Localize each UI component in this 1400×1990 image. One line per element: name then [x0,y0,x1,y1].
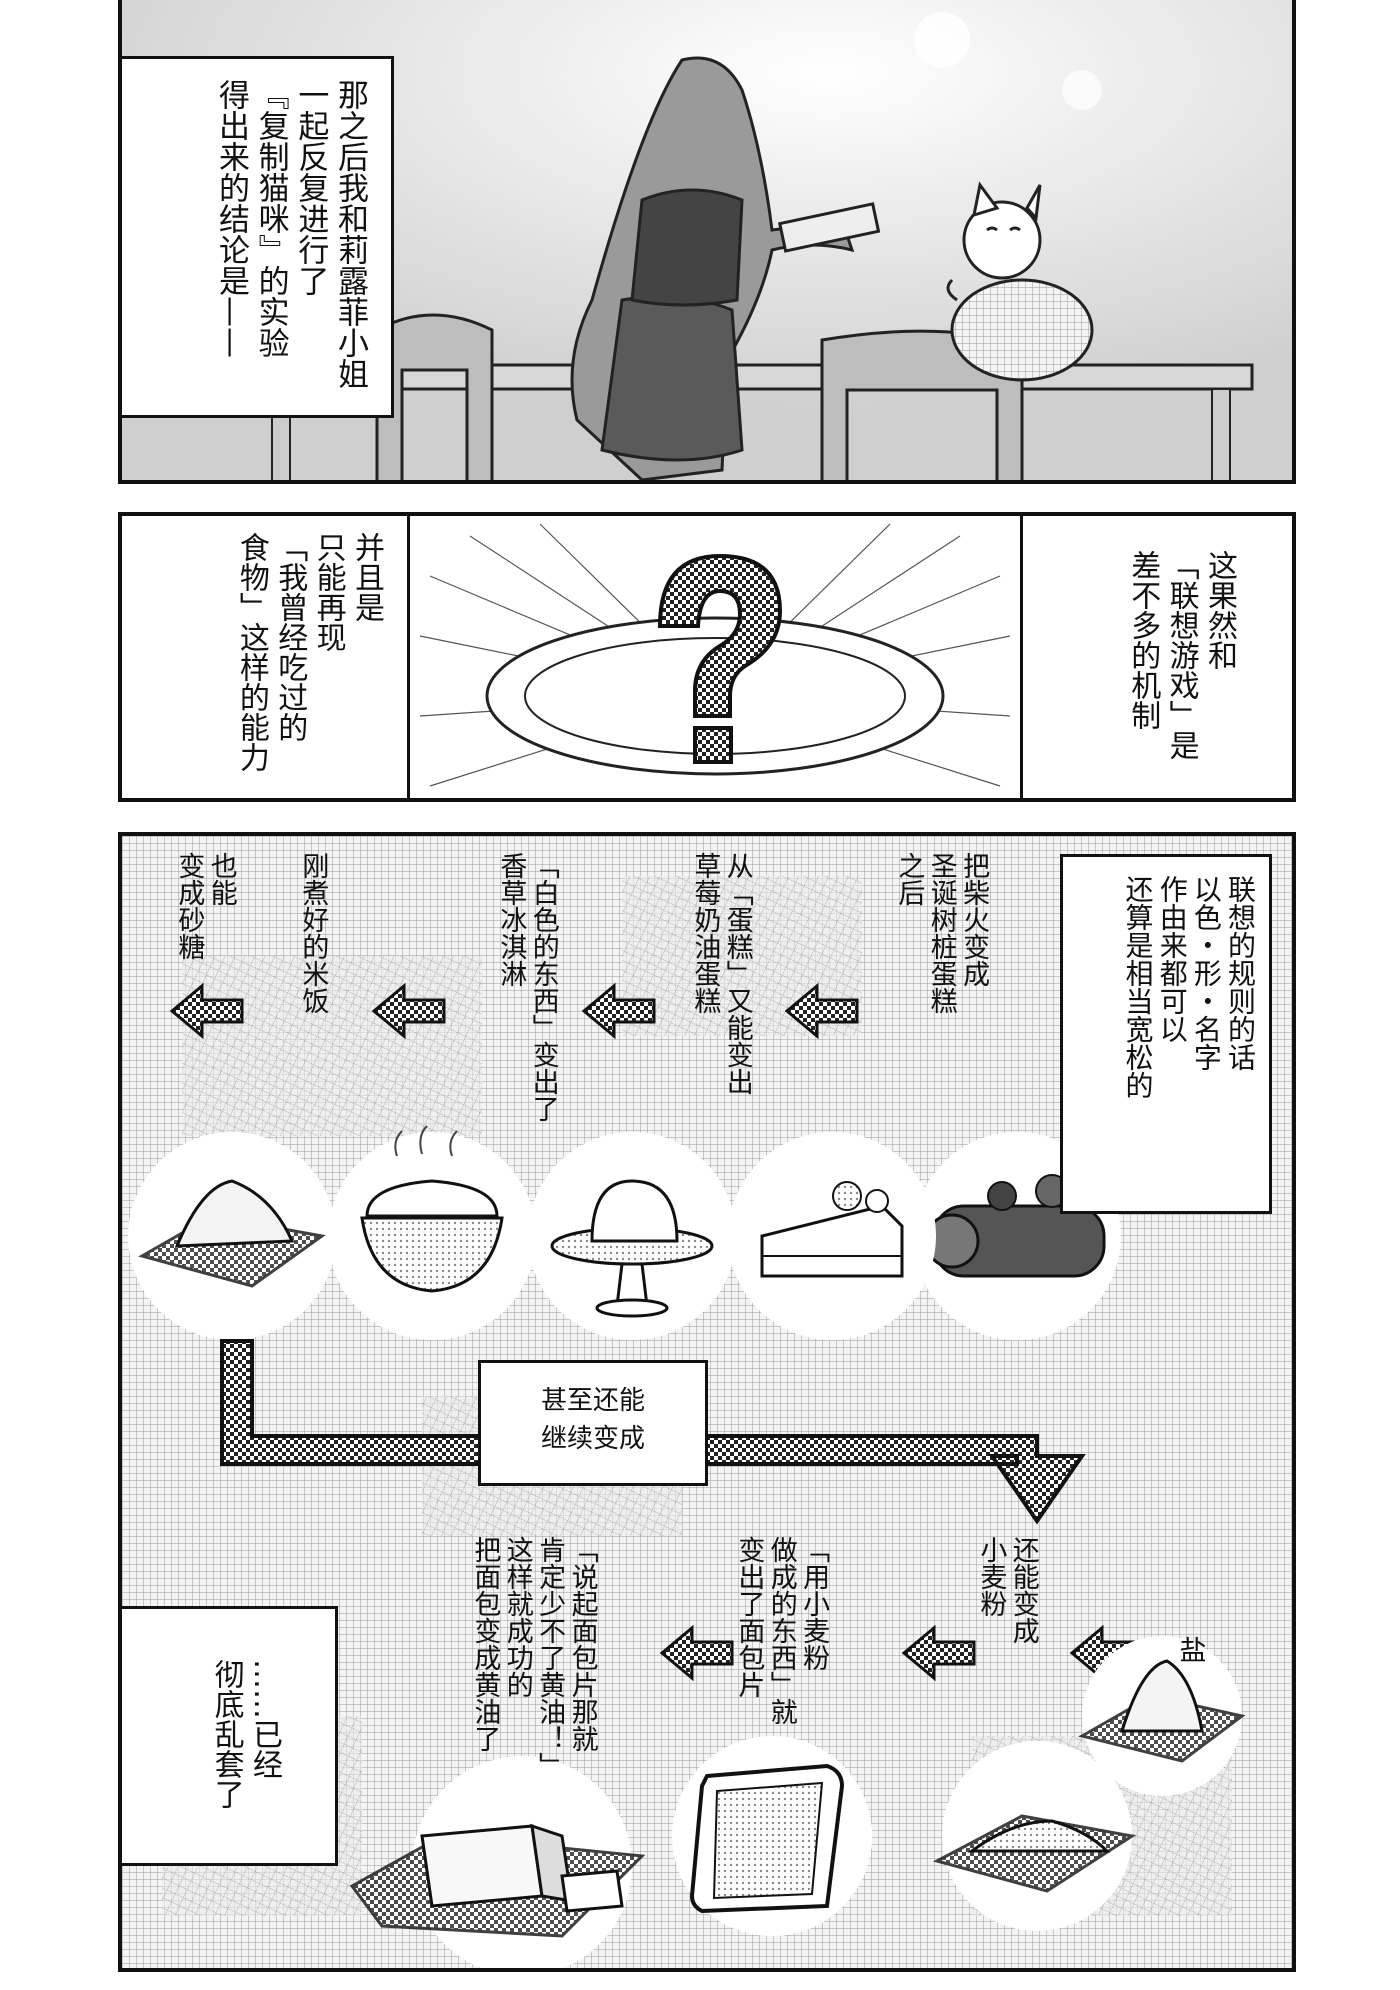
strawberry-cake-illustration [728,1132,936,1340]
chair-left [375,313,494,480]
chaos-text: ……已经 彻底乱套了 [208,1659,282,1809]
cat-figure [946,181,1094,382]
girl-figure [570,56,881,480]
continue-box: 甚至还能 继续变成 [478,1360,708,1486]
connector-arrow [220,1339,1086,1525]
chain-text-flour: 还能变成 小麦粉 [975,1536,1039,1644]
salt-pile-illustration [1078,1636,1246,1796]
flour-pile-illustration [932,1741,1136,1931]
rule-explanation-text: 联想的规则的话 以色・形・名字 作由来都可以 还算是相当宽松的 [1121,875,1257,1099]
chain-text-butter: 「说起面包片那就 肯定少不了黄油！」 这样就成功的 把面包变成黄油了 [469,1536,598,1779]
middle-left-text: 并且是 只能再现 「我曾经吃过的 食物」这样的能力 [233,532,384,772]
butter-illustration [349,1756,646,1968]
chain-text-bread: 「用小麦粉 做成的东西」就 变出了面包片 [733,1536,830,1725]
question-mark-icon [657,553,783,764]
bread-slice-illustration [672,1736,872,1936]
chain-text-sugar: 也能 变成砂糖 [173,852,237,960]
continue-text: 甚至还能 继续变成 [540,1386,645,1454]
ice-cream-illustration [528,1132,736,1340]
middle-right-section: 这果然和 「联想游戏」是 差不多的机制 [1020,516,1292,798]
narration-text: 那之后我和莉露菲小姐 一起反复进行了 『复制猫咪』的实验 得出来的结论是—— [212,79,368,389]
chain-text-salt: 盐 [1174,1636,1206,1663]
plate-question-illustration [419,523,1011,787]
arrow-left-icon [169,982,244,1040]
sugar-pile-illustration [128,1132,336,1340]
middle-right-text: 这果然和 「联想游戏」是 差不多的机制 [1125,550,1237,760]
arrow-left-icon [371,982,446,1040]
chain-text-strawberry-cake: 从「蛋糕」又能变出 草莓奶油蛋糕 [689,852,753,1095]
chain-text-log-cake: 把柴火变成 圣诞树桩蛋糕 之后 [893,852,990,1014]
arrow-left-icon [659,1624,734,1682]
arrow-left-icon [901,1624,976,1682]
arrow-left-icon [581,982,656,1040]
chain-text-ice-cream: 「白色的东西」变出了 香草冰淇淋 [495,852,559,1122]
panel-middle: 并且是 只能再现 「我曾经吃过的 食物」这样的能力 这果然和 「联想游戏」是 差… [118,512,1296,802]
middle-left-section: 并且是 只能再现 「我曾经吃过的 食物」这样的能力 [122,516,410,798]
panel-top: 那之后我和莉露菲小姐 一起反复进行了 『复制猫咪』的实验 得出来的结论是—— [118,0,1296,484]
rice-bowl-illustration [328,1125,536,1340]
panel-bottom: 联想的规则的话 以色・形・名字 作由来都可以 还算是相当宽松的 把柴火变成 圣诞… [118,832,1296,1972]
arrow-left-icon [784,982,859,1040]
narration-box-top: 那之后我和莉露菲小姐 一起反复进行了 『复制猫咪』的实验 得出来的结论是—— [122,56,394,418]
chaos-box: ……已经 彻底乱套了 [122,1606,338,1866]
rule-explanation-box: 联想的规则的话 以色・形・名字 作由来都可以 还算是相当宽松的 [1060,854,1272,1214]
chain-text-rice: 刚煮好的米饭 [297,852,329,1014]
